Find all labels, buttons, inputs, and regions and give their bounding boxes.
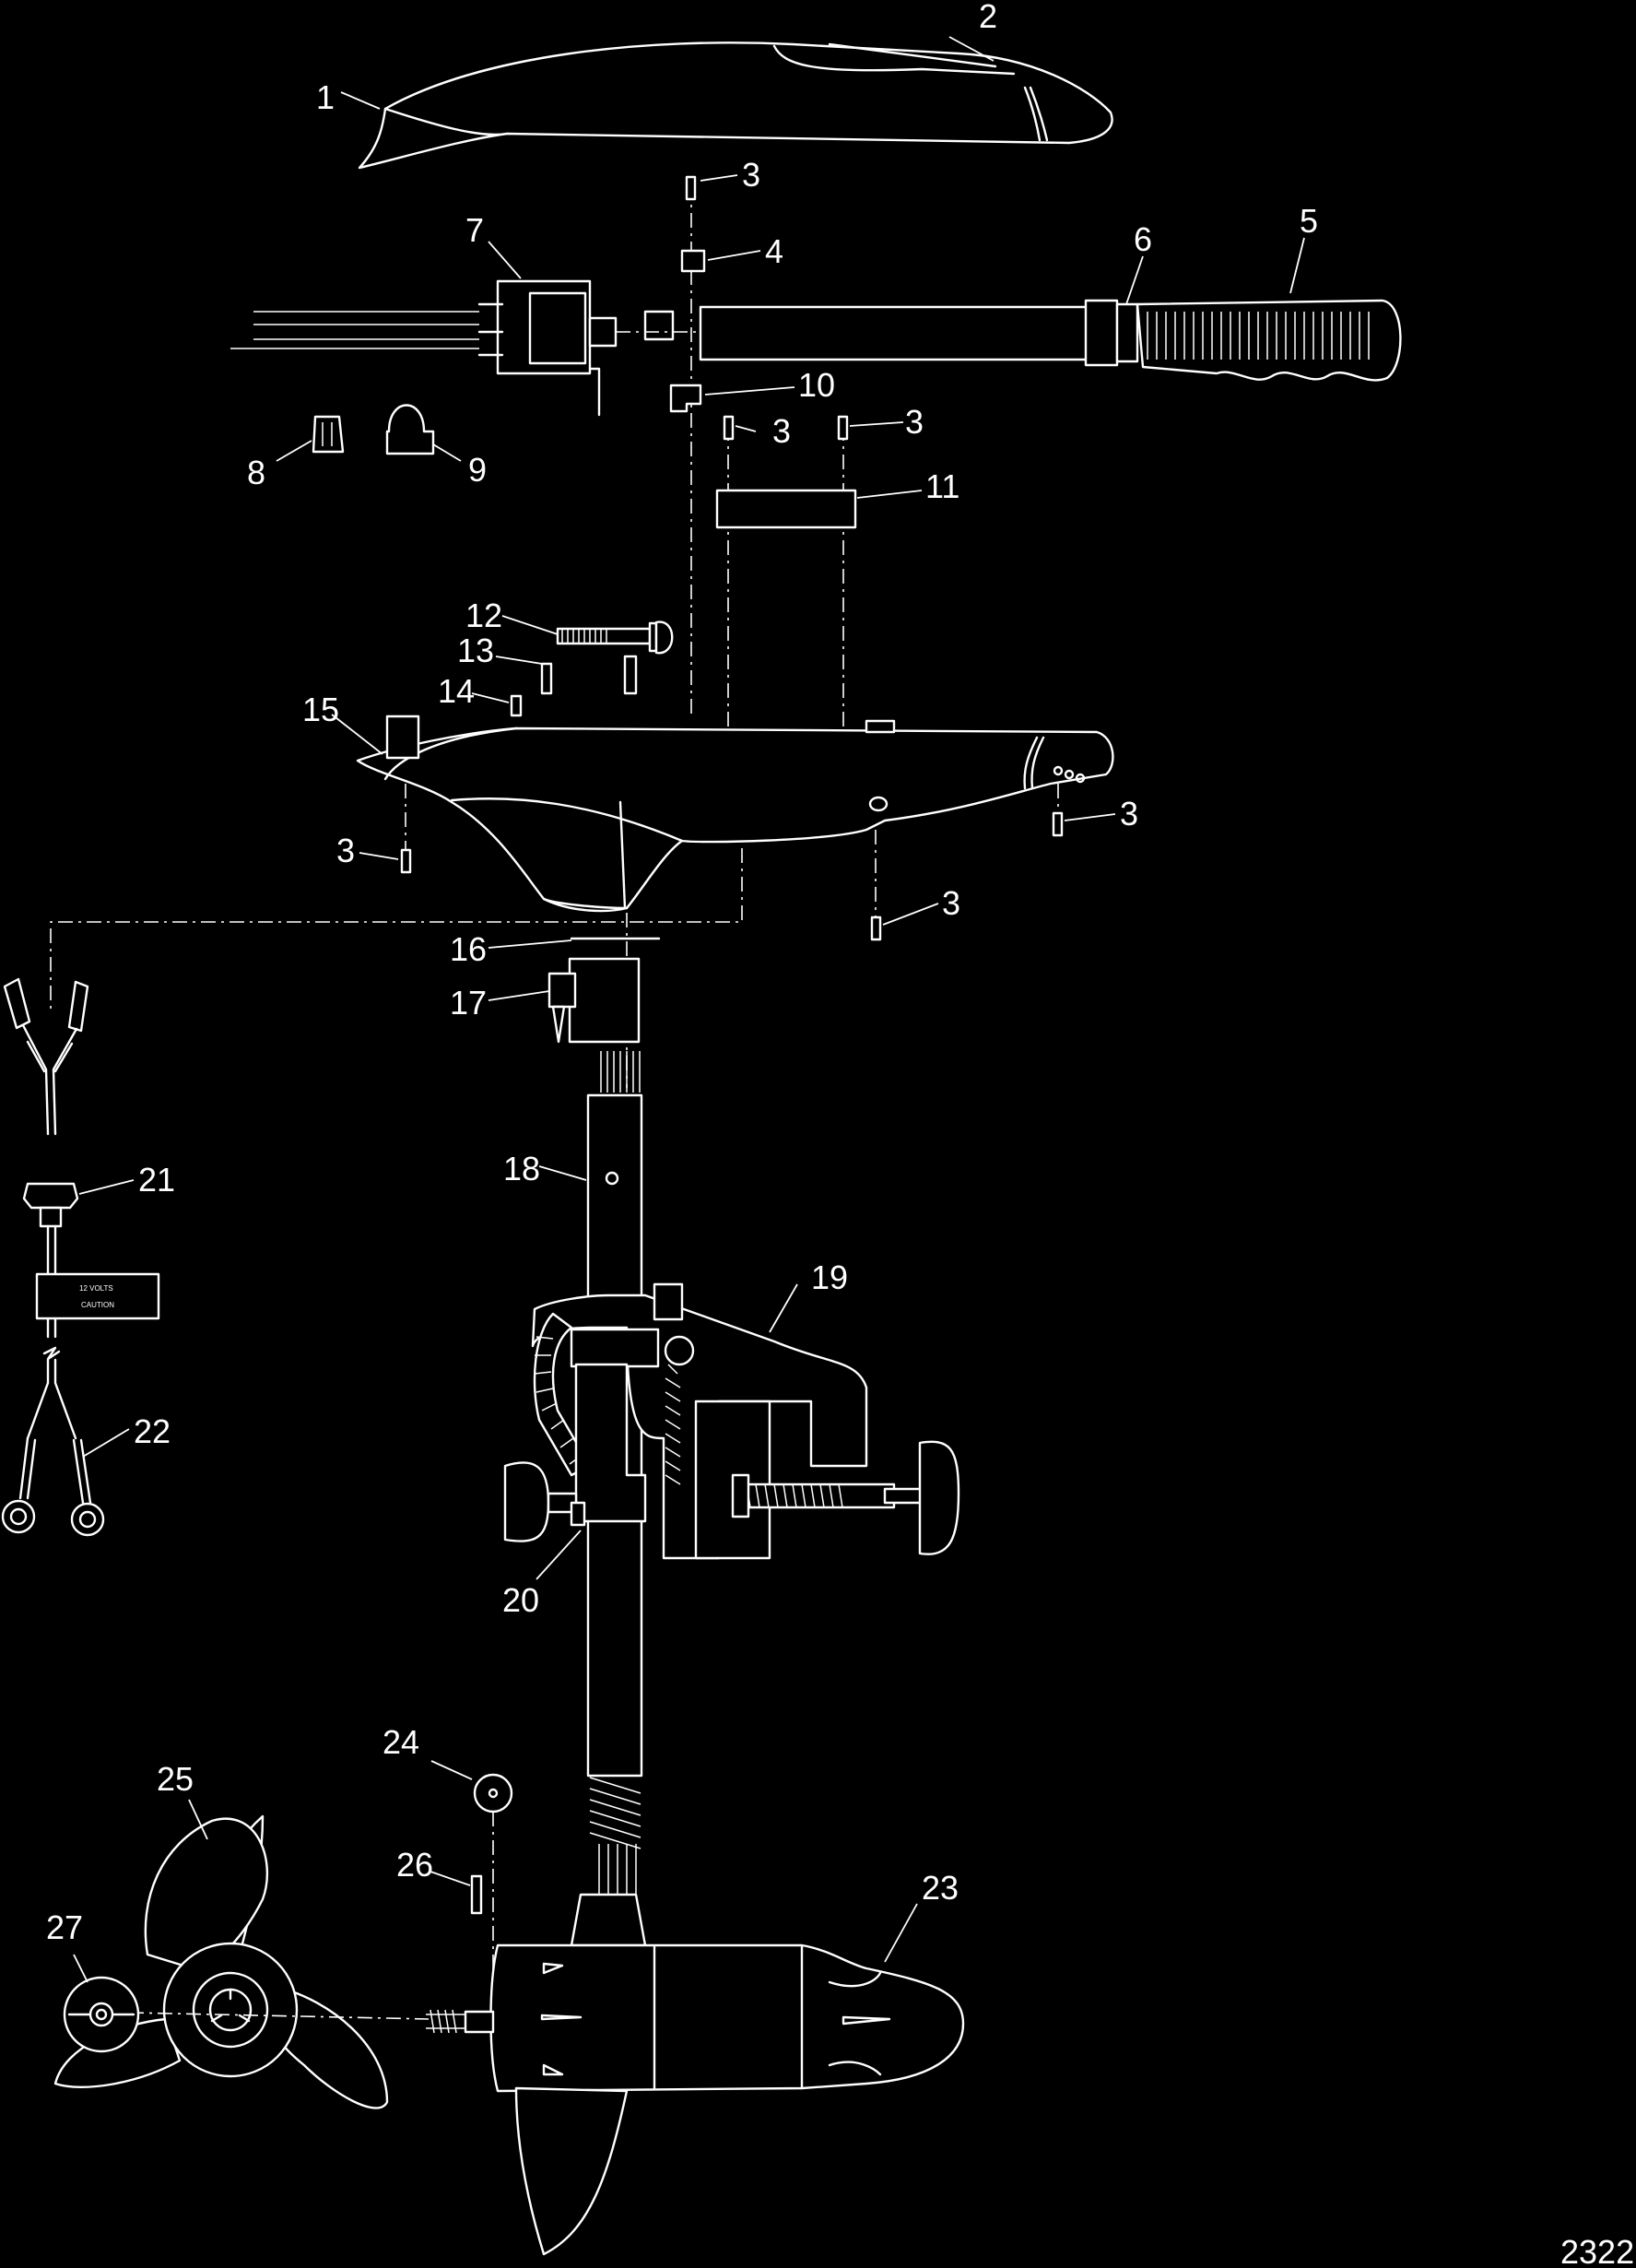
propeller-nut	[63, 1976, 140, 2053]
propeller	[53, 1814, 389, 2109]
clip-part	[680, 249, 706, 273]
grip-texture	[1147, 312, 1370, 360]
callout-26: 26	[396, 1846, 433, 1884]
callout-27: 27	[46, 1908, 83, 1946]
callout-12: 12	[465, 597, 502, 634]
callout-10: 10	[798, 366, 835, 404]
callout-17: 17	[450, 984, 487, 1022]
callout-9: 9	[468, 451, 487, 489]
callout-25: 25	[157, 1760, 194, 1798]
steering-collar	[547, 957, 641, 1044]
bushing-part	[715, 489, 857, 529]
speed-switch	[230, 279, 700, 417]
figure-id: 2322	[1560, 2233, 1634, 2268]
callout-7: 7	[465, 211, 484, 249]
wire-connector	[312, 415, 345, 454]
caution-tag-line1: 12 VOLTS	[79, 1284, 113, 1293]
callout-3: 3	[742, 156, 760, 194]
screw-part	[685, 175, 697, 201]
callout-3d: 3	[1120, 795, 1138, 833]
callout-11: 11	[925, 467, 959, 505]
callout-6: 6	[1134, 220, 1152, 258]
retainer-clip	[669, 384, 702, 413]
callout-3f: 3	[942, 884, 960, 922]
leader-lines	[73, 36, 1305, 1983]
callout-4: 4	[765, 232, 783, 270]
callout-5: 5	[1300, 202, 1318, 240]
wire-cap	[385, 404, 435, 455]
callout-21: 21	[138, 1161, 175, 1199]
pin-assembly	[510, 620, 674, 717]
callout-24: 24	[383, 1723, 419, 1761]
cable-route-line	[50, 848, 743, 1014]
callout-18: 18	[503, 1150, 540, 1187]
callout-8: 8	[247, 454, 265, 491]
lower-unit	[426, 1777, 965, 2256]
top-cover	[358, 41, 1113, 170]
callout-23: 23	[922, 1869, 959, 1907]
callout-22: 22	[134, 1412, 171, 1450]
callout-19: 19	[811, 1258, 848, 1296]
callout-1: 1	[316, 78, 335, 116]
callout-3e: 3	[336, 832, 355, 869]
tiller-handle	[643, 299, 1402, 382]
callout-16: 16	[450, 930, 487, 968]
caution-tag-line2: CAUTION	[81, 1301, 114, 1309]
callout-13: 13	[457, 632, 494, 669]
callout-15: 15	[302, 691, 339, 728]
axis-line-prop	[128, 2012, 430, 2020]
callout-20: 20	[502, 1581, 539, 1619]
prop-nut	[473, 1773, 513, 1813]
head-housing	[356, 715, 1114, 913]
callout-2: 2	[979, 0, 997, 35]
callout-3b: 3	[772, 412, 791, 450]
drive-pin	[470, 1874, 483, 1915]
callout-labels: 1 2 3 4 5 6 7 8 9 10 3 3 11 12 13 14 15 …	[46, 0, 1318, 1946]
battery-cable: 12 VOLTS CAUTION	[1, 977, 160, 1537]
clamp-bracket	[503, 1282, 960, 1560]
callout-14: 14	[438, 672, 475, 710]
callout-3c: 3	[905, 403, 924, 441]
